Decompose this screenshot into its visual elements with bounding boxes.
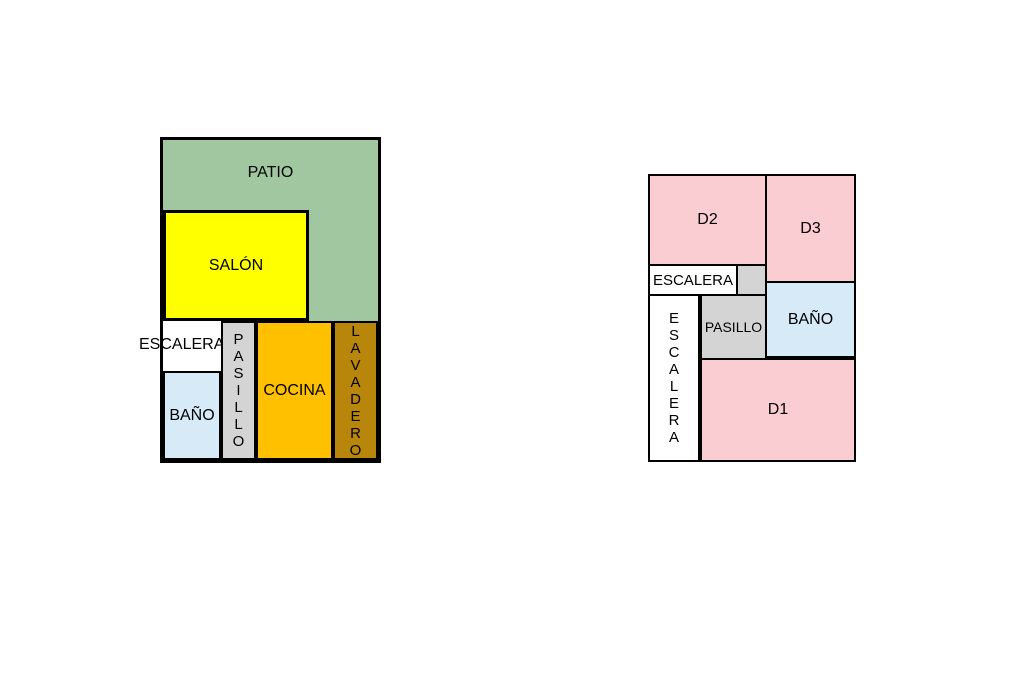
room-bano-label: BAÑO — [169, 406, 215, 424]
room-pasillo-label: PASILLO — [230, 331, 247, 450]
room-escalera-top: ESCALERA — [648, 264, 738, 296]
room-cocina: COCINA — [256, 321, 333, 460]
room-bano-right: BAÑO — [765, 281, 856, 358]
room-pasillo-right-label: PASILLO — [704, 319, 763, 335]
floorplan-right: D2 D3 ESCALERA ESCALERA BAÑO PASILLO D1 — [648, 174, 856, 462]
room-d2: D2 — [648, 174, 767, 266]
room-escalera-label: ESCALERA — [139, 336, 225, 353]
room-d3-label: D3 — [800, 219, 821, 237]
room-escalera-side: ESCALERA — [648, 294, 700, 462]
room-d2-label: D2 — [697, 211, 718, 228]
room-patio-label: PATIO — [247, 164, 294, 181]
room-salon-label: SALÓN — [208, 256, 264, 274]
room-pasillo: PASILLO — [221, 321, 256, 460]
room-lavadero-label: LAVADERO — [347, 322, 364, 459]
room-d3: D3 — [765, 174, 856, 283]
room-bano: BAÑO — [163, 371, 221, 460]
room-cocina-label: COCINA — [263, 381, 326, 399]
room-pasillo-upper — [736, 264, 767, 296]
room-escalera-side-label: ESCALERA — [665, 310, 683, 446]
room-bano-right-label: BAÑO — [787, 310, 834, 328]
room-salon: SALÓN — [163, 210, 309, 321]
room-pasillo-right: PASILLO — [700, 294, 767, 360]
room-d1-label: D1 — [767, 401, 789, 418]
room-escalera-top-label: ESCALERA — [652, 271, 734, 289]
room-d1: D1 — [700, 358, 856, 462]
floorplan-left: PATIO SALÓN ESCALERA BAÑO PASILLO COCINA… — [139, 137, 381, 463]
room-lavadero: LAVADERO — [333, 321, 378, 460]
